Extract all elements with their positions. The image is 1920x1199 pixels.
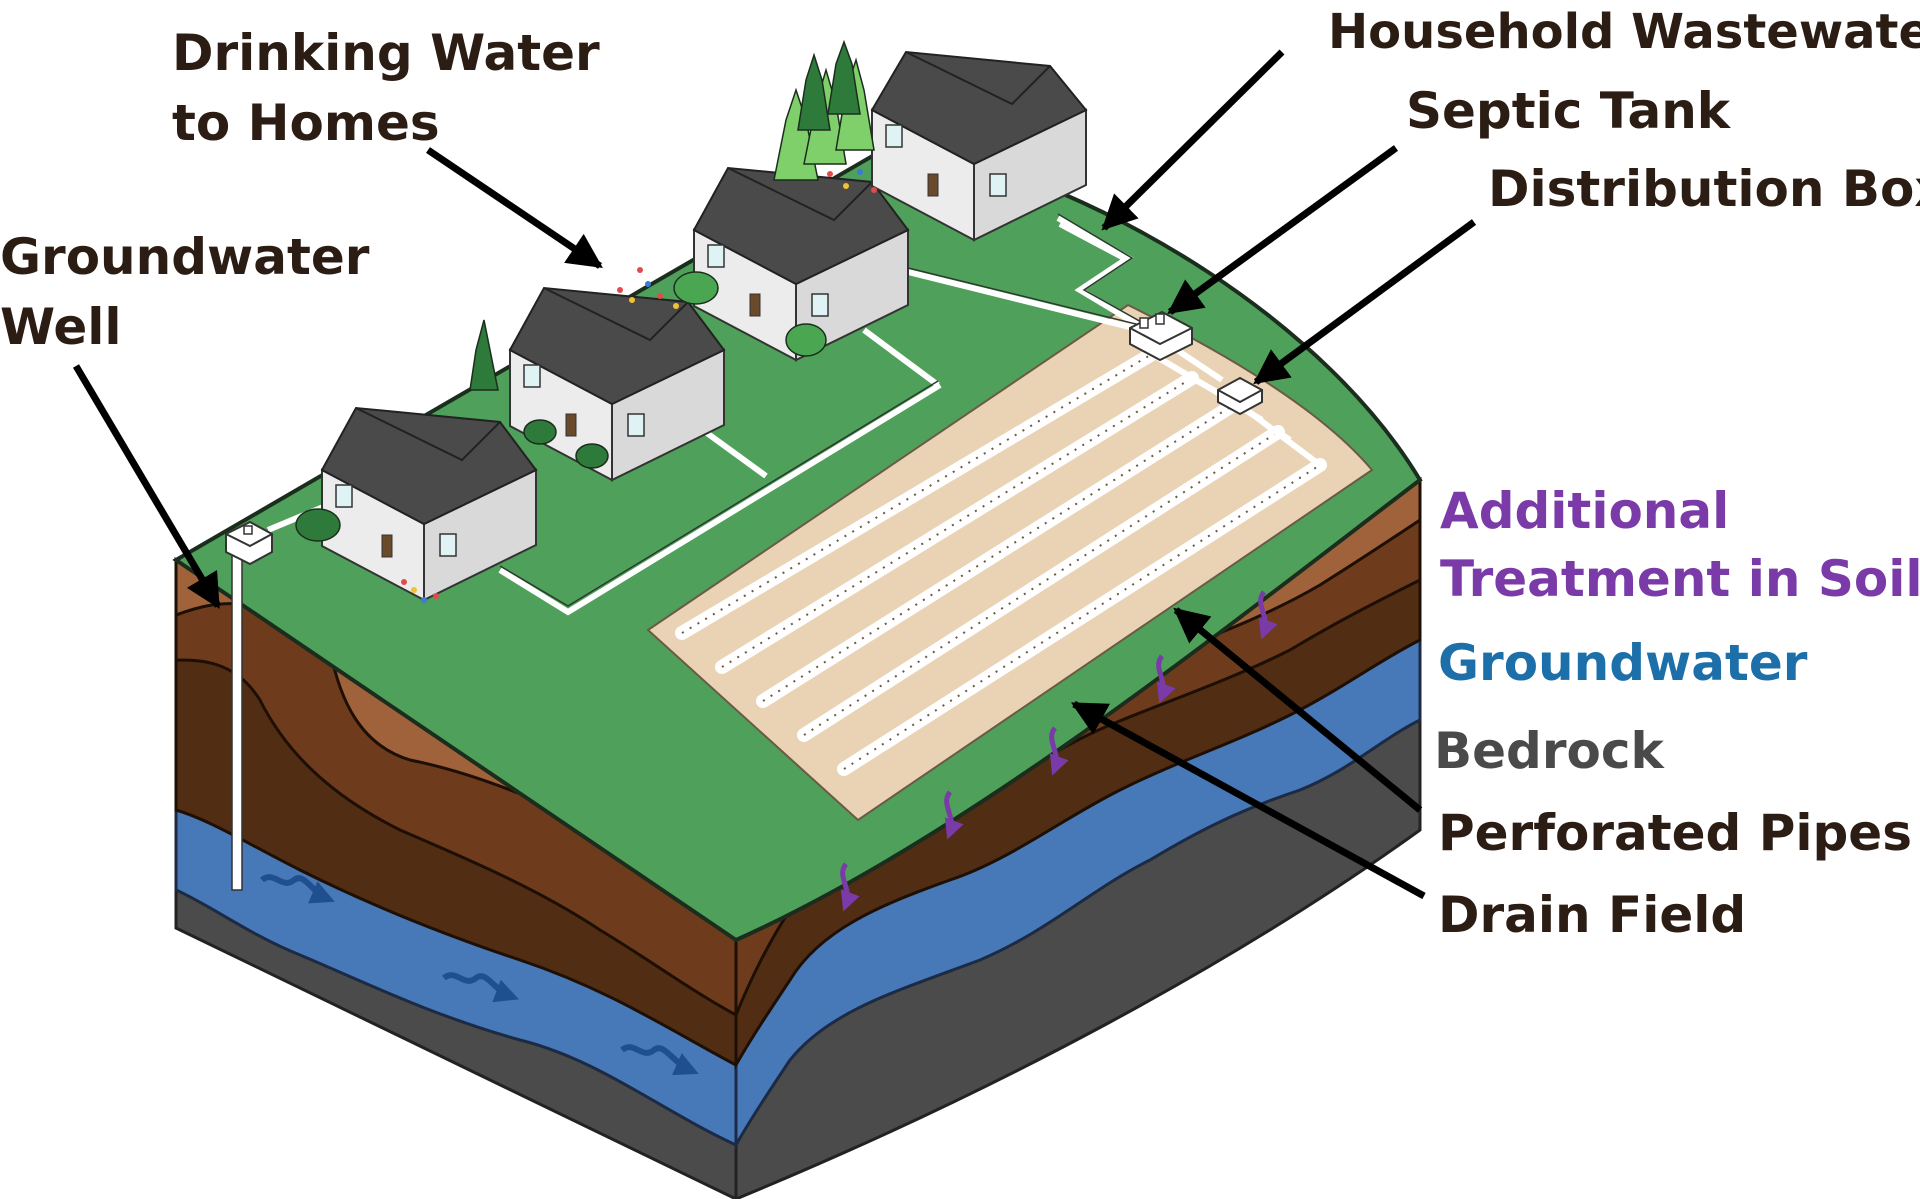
- flow-arrow-1: [260, 874, 335, 904]
- bushes: [295, 271, 827, 542]
- distribution-box: [1217, 376, 1263, 416]
- label-perforated-pipes: Perforated Pipes: [1438, 804, 1912, 862]
- arrow-household-wastewater: [1101, 49, 1285, 231]
- infiltration-arrow-5: [1258, 590, 1278, 640]
- infiltration-arrows: [840, 590, 1278, 912]
- arrow-drinking-water: [426, 147, 603, 269]
- mid-soil-layer-front: [174, 557, 738, 1018]
- flow-arrow-3: [620, 1044, 699, 1076]
- groundwater-well: [225, 520, 273, 891]
- house-1: [320, 406, 538, 602]
- label-groundwater-well-line2: Well: [0, 298, 122, 356]
- perforated-pipes: [675, 347, 1327, 776]
- house-1-door: [381, 534, 393, 558]
- arrow-groundwater-well: [72, 364, 222, 610]
- drain-field-area: [646, 303, 1374, 822]
- house-4: [870, 50, 1088, 242]
- infiltration-arrow-4: [1156, 654, 1176, 704]
- callout-arrows: [72, 49, 1477, 900]
- flowers: [401, 169, 877, 603]
- arrow-septic-tank: [1167, 145, 1399, 315]
- trees: [469, 39, 875, 391]
- wastewater-pipes-outline: [499, 213, 1153, 607]
- label-septic-tank: Septic Tank: [1406, 82, 1732, 140]
- arrow-perforated-pipes: [1173, 607, 1423, 813]
- wastewater-pipes: [266, 215, 1224, 616]
- infiltration-arrow-3: [1049, 726, 1069, 776]
- house-3: [692, 166, 910, 362]
- label-groundwater: Groundwater: [1438, 634, 1808, 692]
- arrow-distribution-box: [1253, 219, 1477, 385]
- arrow-drain-field: [1070, 700, 1426, 900]
- label-household-wastewater: Household Wastewater: [1328, 4, 1920, 60]
- labels: Drinking Water to Homes Groundwater Well…: [0, 4, 1920, 944]
- label-drain-field: Drain Field: [1438, 886, 1746, 944]
- infiltration-arrow-2: [944, 790, 964, 840]
- label-additional-treatment-line1: Additional: [1440, 482, 1729, 540]
- groundwater-flow-arrows: [260, 874, 699, 1076]
- house-1-window: [335, 484, 353, 508]
- label-drinking-water-line1: Drinking Water: [172, 24, 600, 82]
- label-groundwater-well-line1: Groundwater: [0, 228, 370, 286]
- label-drinking-water-line2: to Homes: [172, 94, 440, 152]
- label-distribution-box: Distribution Box: [1488, 160, 1920, 218]
- flow-arrow-2: [442, 972, 519, 1003]
- label-bedrock: Bedrock: [1434, 722, 1665, 780]
- label-additional-treatment-line2: Treatment in Soil: [1440, 550, 1920, 608]
- septic-tank: [1129, 310, 1193, 362]
- infiltration-arrow-1: [840, 862, 860, 912]
